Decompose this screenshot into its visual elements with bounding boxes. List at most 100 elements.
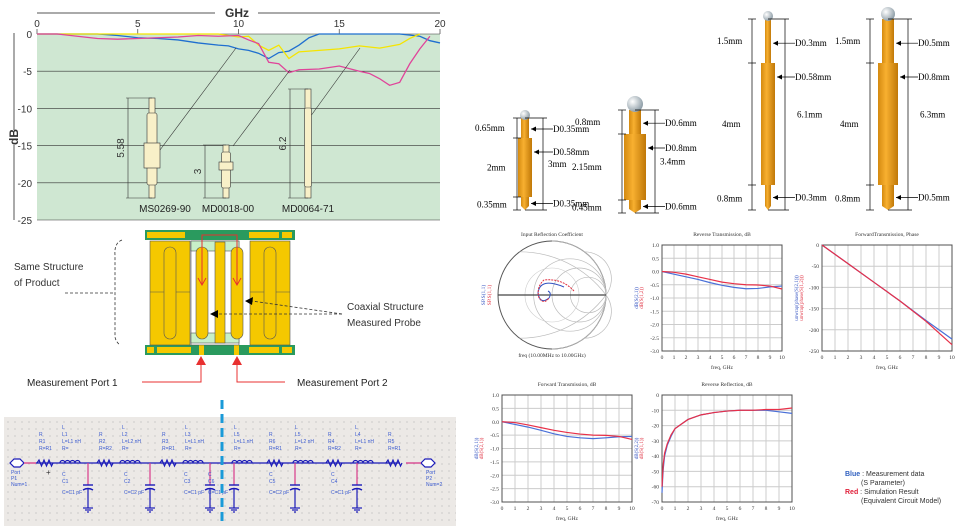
resistor-name: R1 bbox=[39, 439, 46, 445]
y-tick-label: -2.5 bbox=[490, 487, 499, 493]
series-line-blue bbox=[501, 421, 633, 440]
y-tick-label: 0.0 bbox=[492, 420, 499, 426]
pin-top-diameter: D0.35mm bbox=[553, 124, 589, 134]
x-tick-label: 1 bbox=[674, 506, 677, 512]
pin-tip-diameter: D0.35mm bbox=[553, 199, 589, 209]
smith-xlabel: freq (10.00MHz to 10.00GHz) bbox=[518, 352, 586, 359]
x-tick-label: 15 bbox=[334, 19, 346, 30]
y-tick-label: -5 bbox=[23, 67, 32, 78]
inductor-type: L bbox=[185, 425, 188, 431]
pin-top-length: 0.65mm bbox=[475, 123, 505, 133]
x-tick-label: 0 bbox=[34, 19, 40, 30]
resistor-icon bbox=[385, 458, 403, 468]
inductor-value: L=L1 nH bbox=[62, 439, 81, 445]
x-tick-label: 10 bbox=[629, 506, 635, 512]
y-tick-label: 0.5 bbox=[652, 256, 659, 262]
capacitor-value: C=C2 pF bbox=[269, 490, 289, 496]
same-structure-label-1: Same Structure bbox=[14, 262, 84, 273]
probe-pointer bbox=[232, 69, 291, 147]
smith-reactance-arc bbox=[551, 294, 607, 350]
y-tick-label: -0.5 bbox=[650, 283, 659, 289]
probe-pointer bbox=[311, 47, 361, 116]
inductor-type: L bbox=[234, 425, 237, 431]
y-tick-label: -30 bbox=[652, 439, 660, 445]
y-tick-label: -10 bbox=[652, 408, 660, 414]
resistor-value: R=R1 bbox=[162, 446, 175, 452]
port-arrows bbox=[142, 362, 285, 383]
x-tick-label: 6 bbox=[899, 355, 902, 361]
resistor-value: R=R2 bbox=[99, 446, 112, 452]
pin-ball-icon bbox=[627, 96, 643, 112]
pin-tip-length: 0.8mm bbox=[717, 194, 742, 204]
x-tick-label: 7 bbox=[745, 355, 748, 361]
pin-tip-diameter: D0.3mm bbox=[795, 193, 827, 203]
resistor-type: R bbox=[269, 432, 273, 438]
x-tick-label: 5 bbox=[135, 19, 141, 30]
inductor-type: L bbox=[355, 425, 358, 431]
x-tick-label: 10 bbox=[949, 355, 955, 361]
y-axis-label-red: dB(S(2,1)) bbox=[480, 437, 485, 459]
x-tick-label: 8 bbox=[757, 355, 760, 361]
chart-title: ForwardTransmission, Phase bbox=[855, 232, 919, 238]
pin-top-diameter: D0.6mm bbox=[665, 118, 697, 128]
pin-tip-length: 0.45mm bbox=[572, 203, 602, 213]
series-line-red bbox=[501, 421, 633, 440]
x-axis-label: freq, GHz bbox=[876, 364, 899, 371]
pin-ball-icon bbox=[520, 110, 530, 120]
x-tick-label: 3 bbox=[860, 355, 863, 361]
pin-body-diameter: D0.58mm bbox=[553, 147, 589, 157]
smith-ylabel-blue: SP.S(1,1) bbox=[480, 285, 487, 306]
inductor-name: L5 bbox=[295, 432, 301, 438]
signal-path bbox=[197, 234, 242, 287]
resistor-icon bbox=[36, 458, 54, 468]
y-tick-label: -100 bbox=[809, 285, 819, 291]
x-tick-label: 2 bbox=[687, 506, 690, 512]
port-name: P2 bbox=[426, 476, 432, 482]
pin-total-length: 3mm bbox=[548, 159, 567, 169]
resistor-type: R bbox=[39, 432, 43, 438]
inductor-r: R= bbox=[62, 446, 69, 452]
y-tick-label: -250 bbox=[809, 349, 819, 355]
y-tick-label: -2.0 bbox=[650, 323, 659, 329]
inductor-value: L=L1 nH bbox=[185, 439, 204, 445]
inductor-icon bbox=[352, 459, 374, 464]
same-structure-label-2: of Product bbox=[14, 278, 60, 289]
port2-arrow-icon bbox=[232, 356, 242, 365]
smith-reactance-arc bbox=[519, 251, 607, 296]
smith-reactance-arc bbox=[551, 240, 607, 296]
pin-total-length: 6.3mm bbox=[920, 110, 945, 120]
legend-blue-sub: (S Parameter) bbox=[861, 480, 905, 487]
port1-arrow-icon bbox=[196, 356, 206, 365]
y-tick-label: -1.0 bbox=[490, 447, 499, 453]
pin-top-length: 1.5mm bbox=[835, 36, 860, 46]
smith-reactance-arc bbox=[584, 294, 612, 339]
y-tick-label: -200 bbox=[809, 328, 819, 334]
y-tick-label: -0.5 bbox=[490, 433, 499, 439]
probe-pointer bbox=[159, 47, 237, 151]
legend-red-label: Red bbox=[845, 489, 859, 496]
y-axis-label-blue: unwrap(phase(S(2,1))) bbox=[795, 275, 800, 321]
y-tick-label: -50 bbox=[812, 264, 820, 270]
series-line-red bbox=[821, 244, 953, 346]
smith-reactance-arc bbox=[519, 294, 607, 339]
y-tick-label: 0 bbox=[656, 393, 659, 399]
x-tick-label: 5 bbox=[726, 506, 729, 512]
legend-blue-label: Blue bbox=[845, 471, 861, 478]
smith-ylabel-red: SP.S(1,1) bbox=[486, 285, 493, 306]
y-tick-label: -50 bbox=[652, 469, 660, 475]
y-tick-label: -1.5 bbox=[650, 309, 659, 315]
series-line-red bbox=[661, 407, 793, 487]
pin-tip-length: 0.8mm bbox=[835, 194, 860, 204]
pin-body-diameter: D0.8mm bbox=[918, 72, 950, 82]
probe-length-label: 6.2 bbox=[278, 136, 289, 150]
y-tick-label: 1.0 bbox=[652, 243, 659, 249]
y-tick-label: 0 bbox=[816, 243, 819, 249]
series-line-blue bbox=[661, 270, 783, 290]
port-icon bbox=[9, 458, 25, 468]
y-tick-label: -2.5 bbox=[650, 336, 659, 342]
x-tick-label: 4 bbox=[713, 506, 716, 512]
